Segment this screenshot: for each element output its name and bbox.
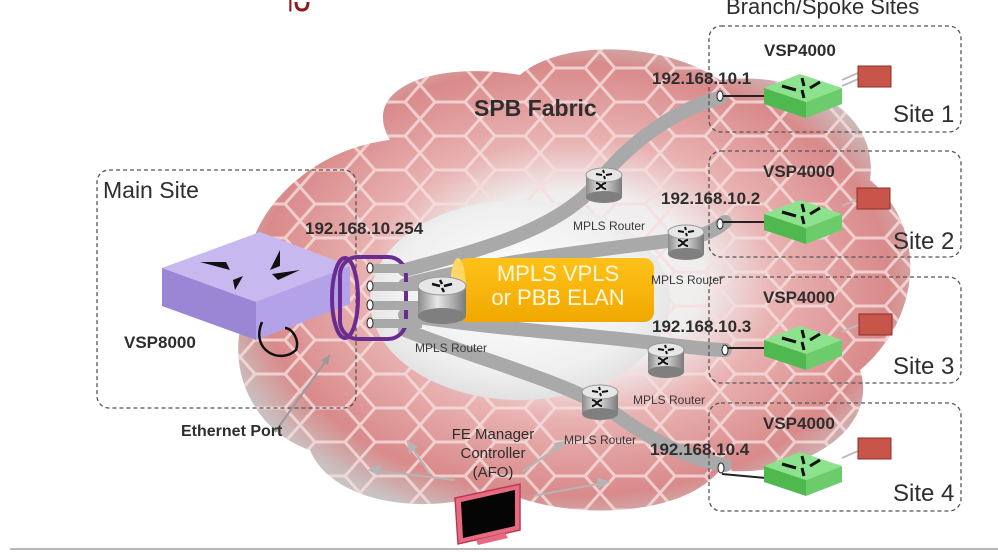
controller-line-2: Controller [460, 445, 526, 462]
site-3-switch-group [721, 313, 893, 370]
router-2-label: MPLS Router [573, 219, 646, 233]
main-site-ip: 192.168.10.254 [305, 219, 424, 238]
site-4-host-icon[interactable] [857, 437, 892, 460]
vsp8000-label: VSP8000 [124, 333, 196, 352]
site-2-switch-icon[interactable] [764, 200, 842, 228]
router-5-label: MPLS Router [564, 433, 637, 447]
mpls-routers [417, 167, 705, 420]
site-1-switch-group [716, 65, 892, 118]
router-4-icon[interactable] [647, 342, 685, 378]
site-4-device-label: VSP4000 [763, 414, 835, 433]
port-2-icon [366, 280, 374, 292]
router-3-icon[interactable] [667, 224, 705, 260]
port-1-icon [366, 262, 374, 274]
site-2-ip: 192.168.10.2 [661, 189, 761, 208]
site-2-box [708, 150, 962, 258]
vsp8000-switch-icon[interactable] [162, 232, 350, 358]
lag-port-bundle [330, 255, 422, 341]
site-3-device-label: VSP4000 [763, 288, 835, 307]
site-2-device-label: VSP4000 [763, 162, 835, 181]
router-5-icon[interactable] [581, 384, 619, 420]
main-site-label: Main Site [103, 177, 199, 203]
site-3-ip: 192.168.10.3 [652, 317, 752, 336]
title-fragment-right [294, 1, 310, 12]
site-3-switch-icon[interactable] [764, 326, 842, 354]
controller-arrows [367, 439, 611, 497]
site-1-box [708, 25, 962, 133]
router-4-label: MPLS Router [633, 393, 706, 407]
site-4-label: Site 4 [893, 480, 955, 507]
branch-sites-header: Branch/Spoke Sites [726, 0, 920, 19]
link-site3 [398, 308, 732, 357]
site-1-device-label: VSP4000 [764, 41, 836, 60]
ethernet-port-pointer [274, 354, 331, 433]
site-2-label: Site 2 [893, 228, 955, 255]
controller-line-3: (AFO) [472, 464, 514, 481]
bottom-divider [10, 548, 998, 550]
site-3-box [708, 276, 962, 384]
title-fragment-left: | [287, 0, 294, 12]
site-4-ip: 192.168.10.4 [650, 440, 750, 459]
tunnel-label: MPLS VPLS or PBB ELAN [468, 262, 648, 310]
controller-label: FE Manager Controller (AFO) [438, 425, 548, 482]
site-1-label: Site 1 [893, 101, 955, 128]
site-1-ip: 192.168.10.1 [652, 69, 752, 88]
site-1-switch-icon[interactable] [764, 74, 842, 102]
router-hub-icon[interactable] [417, 276, 467, 324]
site-3-label: Site 3 [893, 353, 955, 380]
site-4-switch-icon[interactable] [764, 452, 842, 480]
site-4-box [708, 402, 962, 512]
controller-line-1: FE Manager [451, 426, 535, 443]
router-hub-label: MPLS Router [415, 341, 488, 355]
port-4-icon [366, 317, 374, 329]
port-3-icon [366, 299, 374, 311]
fe-manager-monitor-icon[interactable] [454, 483, 521, 545]
tunnel-line-2: or PBB ELAN [491, 285, 625, 310]
router-2-icon[interactable] [585, 167, 623, 203]
site-3-host-icon[interactable] [858, 313, 893, 336]
ethernet-port-label: Ethernet Port [181, 423, 283, 440]
site-2-host-icon[interactable] [856, 187, 891, 210]
spb-fabric-label: SPB Fabric [474, 95, 597, 121]
spoke-switches [716, 65, 893, 496]
site-1-host-icon[interactable] [857, 65, 892, 88]
tunnel-line-1: MPLS VPLS [496, 261, 620, 286]
router-3-label: MPLS Router [651, 273, 724, 287]
site-2-switch-group [716, 187, 891, 244]
site-4-switch-group [717, 437, 892, 496]
